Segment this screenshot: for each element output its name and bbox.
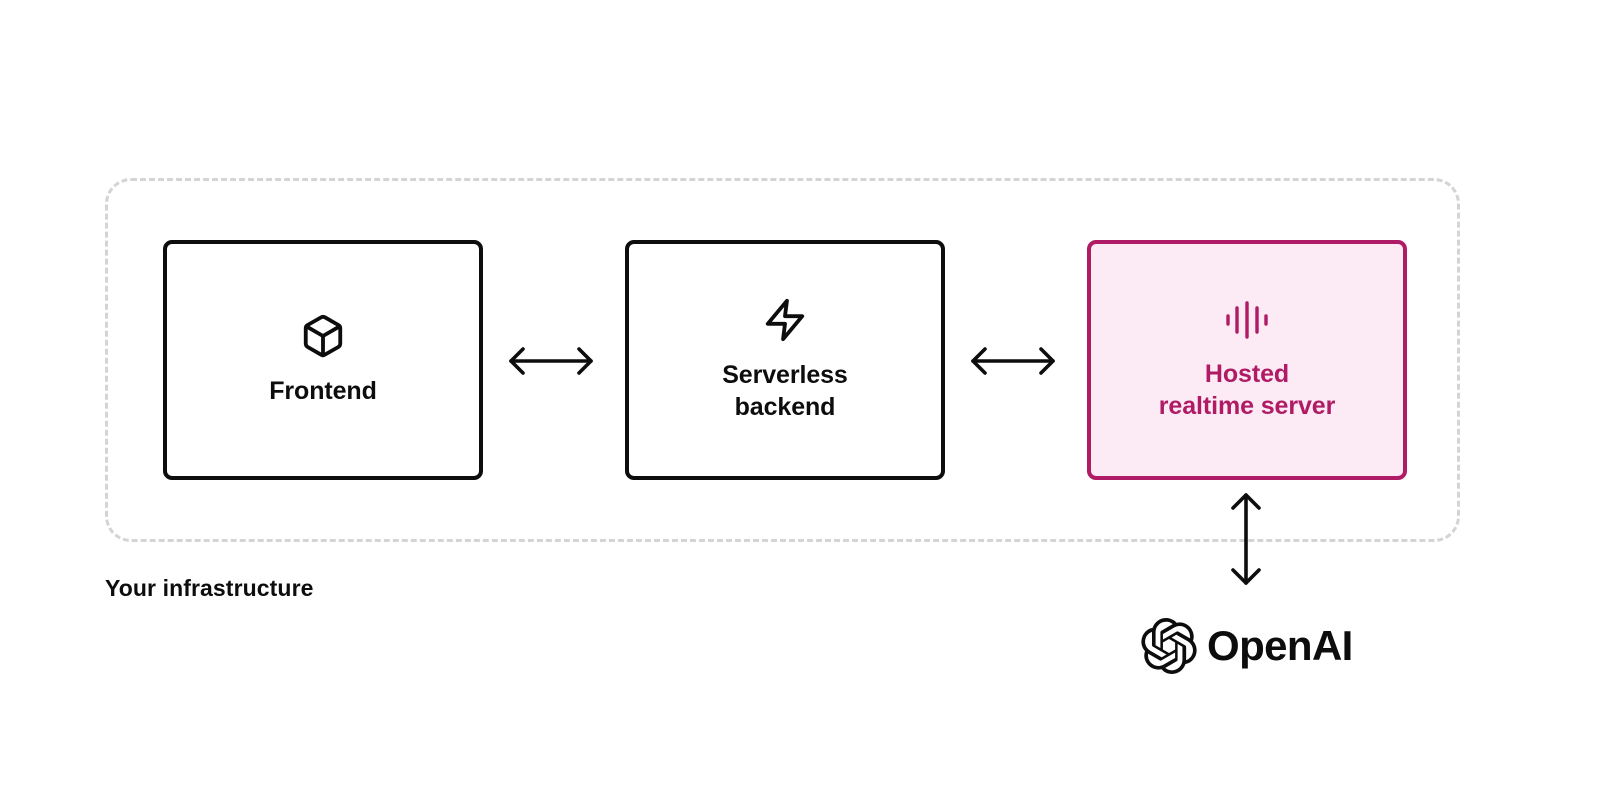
node-serverless-backend-label: Serverless backend: [722, 360, 848, 422]
connector-realtime-openai-arrow: [1222, 487, 1270, 591]
connector-backend-realtime-arrow: [965, 337, 1061, 385]
openai-logo-icon: [1141, 618, 1197, 675]
waveform-icon: [1223, 298, 1271, 342]
node-hosted-realtime-server[interactable]: Hosted realtime server: [1087, 240, 1407, 480]
openai-brand: OpenAI: [1141, 618, 1353, 675]
node-hosted-realtime-server-label: Hosted realtime server: [1158, 359, 1336, 421]
infrastructure-boundary: [105, 178, 1460, 542]
openai-wordmark: OpenAI: [1207, 622, 1353, 669]
cube-icon: [300, 313, 346, 359]
node-frontend-label: Frontend: [269, 376, 377, 405]
zap-icon: [762, 297, 808, 343]
node-serverless-backend[interactable]: Serverless backend: [625, 240, 945, 480]
connector-frontend-backend-arrow: [503, 337, 599, 385]
infrastructure-boundary-label: Your infrastructure: [105, 575, 314, 601]
node-frontend[interactable]: Frontend: [163, 240, 483, 480]
